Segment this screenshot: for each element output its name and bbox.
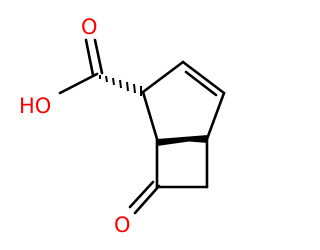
bond-c4-c5 <box>205 91 226 141</box>
hydroxyl-label: HO <box>19 94 51 118</box>
carbonyl-oxygen-label: O <box>114 213 131 237</box>
hashed-wedge-bond <box>99 75 142 96</box>
bond-ketone-double-b <box>128 180 155 209</box>
bond-ketone-double-a <box>133 184 161 215</box>
bond-carboxyl-c-oh <box>58 72 99 95</box>
bold-wedge-bond-right <box>157 139 207 146</box>
bond-c3-c4-double-outer <box>181 60 226 95</box>
bond-carboxyl-c-o-double-b <box>93 38 104 75</box>
bond-c2-c1 <box>141 90 159 141</box>
bond-carboxyl-c-o-double-a <box>84 38 95 77</box>
acid-oxygen-label: O <box>81 15 98 39</box>
molecule-structure: O HO O <box>19 15 226 237</box>
bond-c2-c3 <box>141 60 185 94</box>
bond-c3-c4-double-inner <box>184 70 218 97</box>
